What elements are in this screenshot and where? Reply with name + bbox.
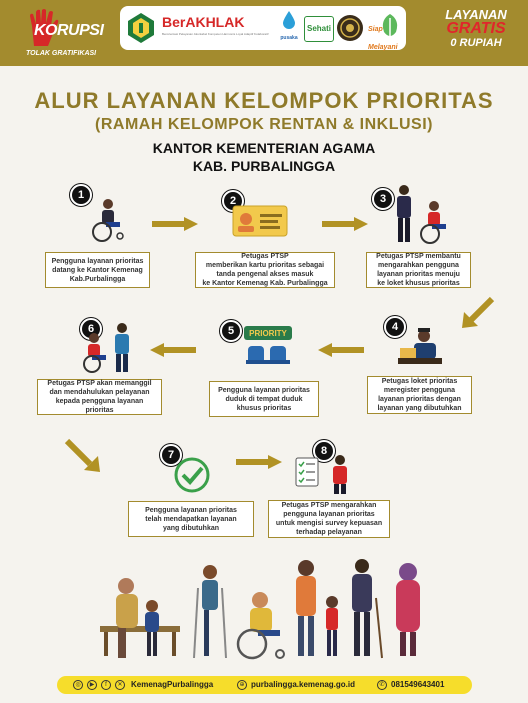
step-4-number: 4 — [384, 316, 406, 338]
survey-icon — [295, 455, 347, 494]
arrow-down-left-icon — [462, 296, 495, 328]
badge-line1: LAYANAN — [445, 7, 507, 22]
arrow-right-icon — [322, 217, 368, 231]
arrow-left-icon — [318, 343, 364, 357]
siap-melayani-label: Siap Melayani — [368, 26, 398, 51]
sub-title: (RAMAH KELOMPOK RENTAN & INKLUSI) — [95, 116, 433, 133]
step-3-box: Petugas PTSP membantu mengarahkan penggu… — [366, 252, 471, 288]
staff-calling-icon — [83, 323, 129, 373]
arrow-right-icon — [236, 455, 282, 469]
free-service-badge: LAYANAN GRATIS 0 RUPIAH — [434, 8, 518, 50]
step-2-box: Petugas PTSP memberikan kartu prioritas … — [195, 252, 335, 288]
sehati-label: Sehati — [306, 24, 331, 33]
step-1-box: Pengguna layanan prioritas datang ke Kan… — [45, 252, 150, 288]
step-1-number: 1 — [70, 184, 92, 206]
step-5-number: 5 — [220, 320, 242, 342]
priority-seat-icon: PRIORITY — [244, 326, 292, 364]
korupsi-tagline: TOLAK GRATIFIKASI — [26, 50, 97, 57]
priority-sign-text: PRIORITY — [249, 329, 287, 338]
badge-line3: 0 RUPIAH — [450, 37, 502, 49]
berakhlak-tagline: Berorientasi Pelayanan Akuntabel Kompete… — [162, 32, 269, 36]
kemenag-logo-icon — [128, 13, 154, 43]
sehati-logo: Sehati — [304, 16, 334, 42]
step-3-number: 3 — [372, 188, 394, 210]
youtube-icon[interactable]: ▶ — [87, 680, 97, 690]
drop-icon — [283, 11, 295, 29]
phone-number[interactable]: 081549643401 — [391, 680, 445, 689]
step-8-box: Petugas PTSP mengarahkan pengguna layana… — [268, 500, 390, 538]
korupsi-word: KORUPSI — [34, 22, 104, 39]
social-handle[interactable]: KemenagPurbalingga — [131, 680, 214, 689]
arrow-left-icon — [150, 343, 196, 357]
partner-logos-panel: BerAKHLAK Berorientasi Pelayanan Akuntab… — [120, 6, 406, 51]
x-twitter-icon[interactable]: ✕ — [115, 680, 125, 690]
berakhlak-logo: BerAKHLAK Berorientasi Pelayanan Akuntab… — [162, 14, 272, 36]
step-6-box: Petugas PTSP akan memanggil dan mendahul… — [37, 379, 162, 415]
check-circle-icon — [174, 457, 210, 493]
step-7-box: Pengguna layanan prioritas telah mendapa… — [128, 501, 254, 537]
step-8-number: 8 — [313, 440, 335, 462]
berakhlak-label: BerAKHLAK — [162, 14, 245, 30]
step-5-box: Pengguna layanan prioritas duduk di temp… — [209, 381, 319, 417]
website-link[interactable]: purbalingga.kemenag.go.id — [251, 680, 356, 689]
globe-icon: ⊕ — [237, 680, 247, 690]
instagram-icon[interactable]: ◎ — [73, 680, 83, 690]
siap-melayani-logo: Siap Melayani — [368, 18, 402, 54]
seal-logo-icon — [337, 15, 363, 41]
green-logo-icon — [382, 14, 398, 36]
facebook-icon[interactable]: f — [101, 680, 111, 690]
pusaka-logo: pusaka — [278, 10, 300, 41]
arrow-down-right-icon — [64, 438, 100, 472]
people-group-illustration — [100, 559, 420, 660]
phone-icon: ✆ — [377, 680, 387, 690]
anti-corruption-logo: KORUPSI TOLAK GRATIFIKASI — [20, 8, 104, 60]
counter-staff-icon — [398, 328, 442, 364]
arrow-right-icon — [152, 217, 198, 231]
id-card-icon — [232, 205, 288, 237]
step-4-box: Petugas loket prioritas meregister pengg… — [367, 376, 472, 414]
pusaka-label: pusaka — [280, 35, 298, 41]
wheelchair-user-icon — [92, 199, 124, 242]
staff-assisting-icon — [397, 185, 446, 244]
region-title: KAB. PURBALINGGA — [192, 158, 336, 174]
footer-contact-bar: ◎ ▶ f ✕ KemenagPurbalingga ⊕ purbalingga… — [57, 676, 472, 694]
header-bar: KORUPSI TOLAK GRATIFIKASI BerAKHLAK Bero… — [0, 0, 528, 66]
step-7-number: 7 — [160, 444, 182, 466]
red-hand-icon — [30, 9, 59, 46]
main-title: ALUR LAYANAN KELOMPOK PRIORITAS — [34, 88, 494, 113]
badge-line2: GRATIS — [446, 20, 506, 37]
office-title: KANTOR KEMENTERIAN AGAMA — [152, 140, 376, 156]
